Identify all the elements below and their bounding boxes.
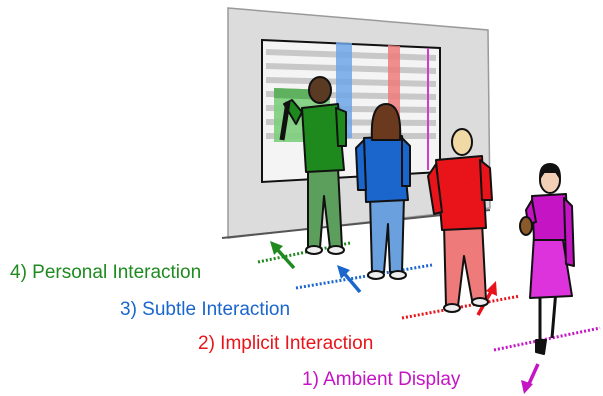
ambient-display-label: 1) Ambient Display (302, 369, 461, 390)
personal-arrow-icon (270, 241, 296, 270)
implicit-interaction-label: 2) Implicit Interaction (198, 333, 374, 354)
personal-interaction-label: 4) Personal Interaction (10, 262, 202, 283)
person-implicit-interaction (427, 128, 493, 313)
implicit-zone-line (401, 294, 521, 320)
ambient-zone-line (493, 326, 601, 352)
ambient-arrow-icon (521, 363, 540, 394)
person-subtle-interaction (355, 103, 411, 280)
implicit-column-highlight (388, 45, 400, 119)
subtle-interaction-label: 3) Subtle Interaction (120, 299, 291, 320)
person-ambient-display (519, 163, 575, 355)
subtle-arrow-icon (337, 265, 362, 294)
person-personal-interaction (279, 76, 347, 255)
subtle-zone-line (295, 263, 433, 290)
